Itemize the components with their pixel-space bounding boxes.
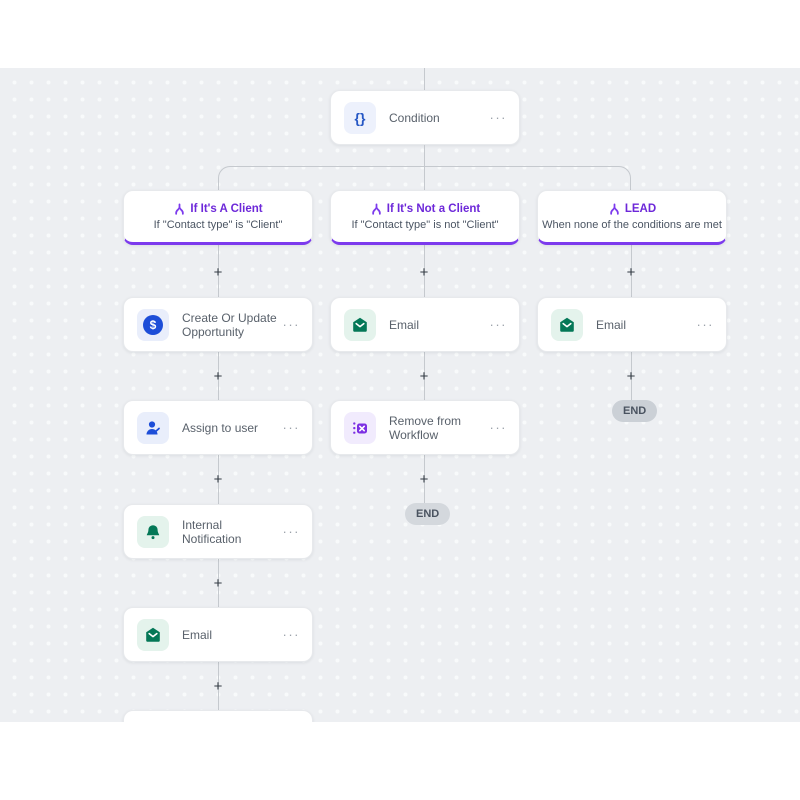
add-step-button[interactable]: + <box>213 263 223 281</box>
add-step-button[interactable]: + <box>213 677 223 695</box>
action-node-email[interactable]: Email ··· <box>330 297 520 352</box>
connector-line <box>424 68 425 90</box>
action-node-assign-to-user[interactable]: Assign to user ··· <box>123 400 313 455</box>
open-envelope-icon <box>344 308 376 341</box>
wishbone-split-icon <box>610 203 619 215</box>
bell-icon <box>137 515 169 548</box>
add-step-button[interactable]: + <box>419 470 429 488</box>
braces-icon: {} <box>344 101 376 134</box>
action-node-internal-notification[interactable]: Internal Notification ··· <box>123 504 313 559</box>
branch-connector-left <box>218 166 424 190</box>
wishbone-split-icon <box>372 203 381 215</box>
add-step-button[interactable]: + <box>213 470 223 488</box>
action-node-remove-from-workflow[interactable]: Remove from Workflow ··· <box>330 400 520 455</box>
node-menu-button[interactable]: ··· <box>696 317 714 332</box>
connector-line <box>424 245 425 503</box>
branch-subtitle: If "Contact type" is "Client" <box>153 218 283 231</box>
branch-connector-right <box>424 166 631 190</box>
connector-line <box>424 145 425 169</box>
add-step-button[interactable]: + <box>626 263 636 281</box>
action-label: Internal Notification <box>182 517 242 546</box>
action-node-partial[interactable] <box>123 710 313 722</box>
node-menu-button[interactable]: ··· <box>282 420 300 435</box>
add-step-button[interactable]: + <box>626 367 636 385</box>
condition-label: Condition <box>389 110 440 125</box>
workflow-canvas[interactable]: {} Condition ··· If It's A Client If "Co… <box>0 68 800 722</box>
action-label: Create Or Update Opportunity <box>182 310 277 339</box>
node-menu-button[interactable]: ··· <box>489 420 507 435</box>
branch-title: If It's A Client <box>190 203 263 215</box>
wishbone-split-icon <box>175 203 185 215</box>
add-step-button[interactable]: + <box>213 574 223 592</box>
action-label: Email <box>596 317 627 332</box>
condition-node[interactable]: {} Condition ··· <box>330 90 520 145</box>
add-step-button[interactable]: + <box>419 263 429 281</box>
branch-title: If It's Not a Client <box>386 203 481 215</box>
connector-line <box>424 166 425 190</box>
branch-node-if-its-a-client[interactable]: If It's A Client If "Contact type" is "C… <box>123 190 313 245</box>
end-badge: END <box>405 503 451 525</box>
action-label: Email <box>182 627 213 642</box>
branch-subtitle: If "Contact type" is not "Client" <box>351 218 499 231</box>
action-label: Email <box>389 317 420 332</box>
action-label: Assign to user <box>182 420 259 435</box>
node-menu-button[interactable]: ··· <box>489 317 507 332</box>
add-step-button[interactable]: + <box>213 367 223 385</box>
branch-node-lead[interactable]: LEAD When none of the conditions are met <box>537 190 727 245</box>
node-menu-button[interactable]: ··· <box>282 627 300 642</box>
open-envelope-icon <box>137 618 169 651</box>
dollar-icon: $ <box>137 308 169 341</box>
action-label: Remove from Workflow <box>389 413 462 442</box>
node-menu-button[interactable]: ··· <box>489 110 507 125</box>
node-menu-button[interactable]: ··· <box>282 317 300 332</box>
add-step-button[interactable]: + <box>419 367 429 385</box>
branch-node-if-its-not-a-client[interactable]: If It's Not a Client If "Contact type" i… <box>330 190 520 245</box>
branch-subtitle: When none of the conditions are met <box>542 218 722 231</box>
connector-line <box>218 245 219 722</box>
branch-title: LEAD <box>624 203 657 215</box>
list-x-icon <box>344 411 376 444</box>
node-menu-button[interactable]: ··· <box>282 524 300 539</box>
action-node-email[interactable]: Email ··· <box>123 607 313 662</box>
person-icon <box>137 411 169 444</box>
open-envelope-icon <box>551 308 583 341</box>
action-node-email[interactable]: Email ··· <box>537 297 727 352</box>
end-badge: END <box>612 400 658 422</box>
action-node-create-or-update-opportunity[interactable]: $ Create Or Update Opportunity ··· <box>123 297 313 352</box>
